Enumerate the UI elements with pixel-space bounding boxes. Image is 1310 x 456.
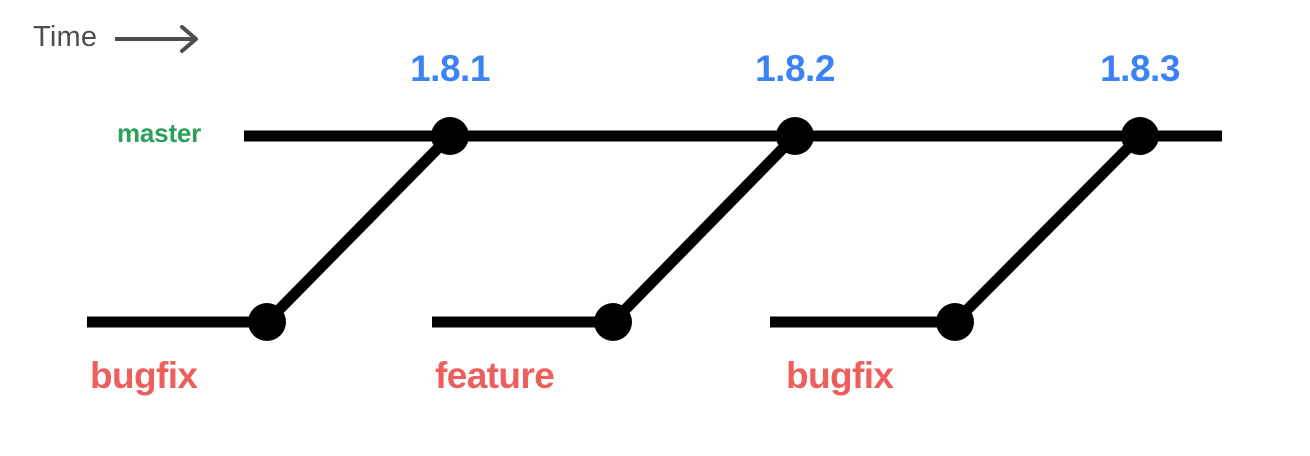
commit-node-branch — [248, 303, 286, 341]
merge-diagonal — [951, 132, 1144, 326]
commit-node-branch — [594, 303, 632, 341]
branch-label-feature: feature — [435, 355, 555, 396]
time-axis-label: Time — [33, 21, 98, 53]
commit-nodes — [248, 117, 1159, 341]
version-tag-2: 1.8.2 — [755, 48, 835, 89]
commit-node-master — [776, 117, 814, 155]
arrow-right-icon — [115, 25, 198, 53]
commit-node-master — [431, 117, 469, 155]
commit-node-branch — [936, 303, 974, 341]
merge-connector-lines — [263, 132, 1144, 326]
commit-node-master — [1121, 117, 1159, 155]
branch-label-bugfix-2: bugfix — [786, 355, 894, 396]
version-tag-3: 1.8.3 — [1100, 48, 1180, 89]
merge-diagonal — [263, 132, 454, 326]
version-tag-1: 1.8.1 — [410, 48, 490, 89]
branch-label-bugfix-1: bugfix — [90, 355, 198, 396]
master-branch-label: master — [117, 118, 202, 148]
merge-diagonal — [609, 132, 799, 326]
